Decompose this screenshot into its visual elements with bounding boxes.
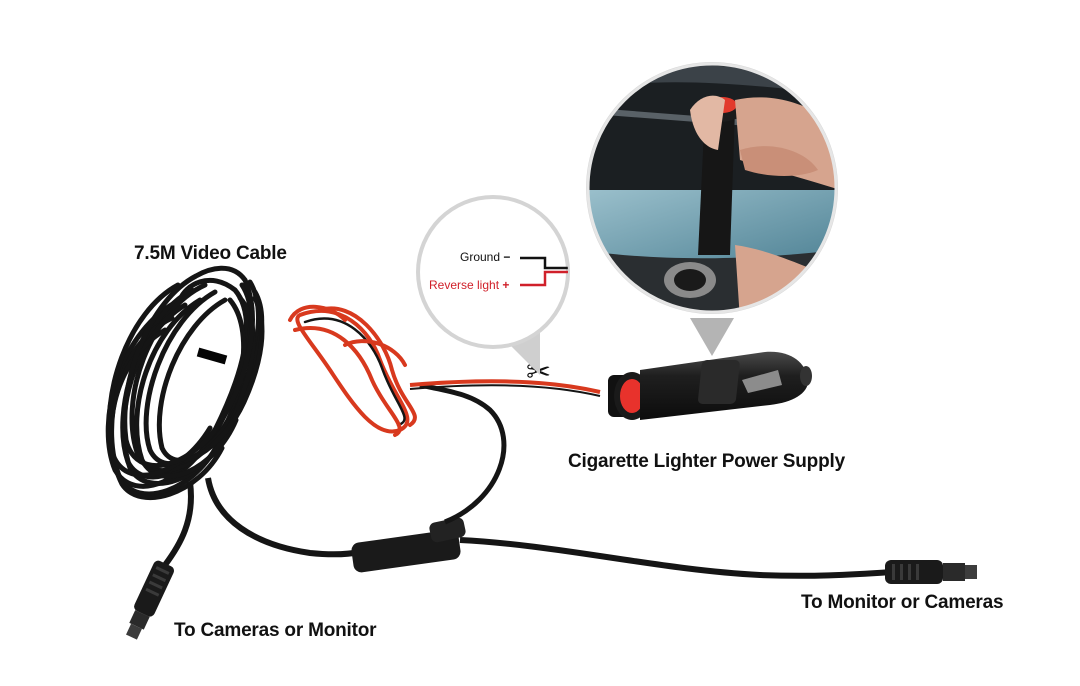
cable-tie xyxy=(196,347,228,365)
cable-to-splitter xyxy=(205,477,361,558)
to-monitor-or-cameras-label: To Monitor or Cameras xyxy=(801,592,1004,613)
lighter-closeup-photo xyxy=(586,62,838,356)
red-wire-to-plug xyxy=(409,379,601,394)
ground-label: Ground − xyxy=(460,250,510,264)
reverse-light-text: Reverse light xyxy=(429,278,500,292)
power-supply-label: Cigarette Lighter Power Supply xyxy=(568,451,845,472)
red-power-wire-coil xyxy=(288,304,417,437)
cable-to-left-connector xyxy=(162,481,194,567)
ground-text: Ground xyxy=(460,250,501,264)
ground-sign: − xyxy=(503,250,511,264)
reverse-light-label: Reverse light + xyxy=(429,278,509,292)
video-cable-label: 7.5M Video Cable xyxy=(134,243,287,264)
cable-to-right-connector xyxy=(459,537,893,579)
power-lead-black xyxy=(419,382,507,525)
reverse-light-sign: + xyxy=(502,278,510,292)
coiled-video-cable xyxy=(105,265,265,501)
wiring-callout xyxy=(416,195,570,375)
to-cameras-or-monitor-label: To Cameras or Monitor xyxy=(174,620,377,641)
cigarette-lighter-plug xyxy=(608,351,812,420)
right-connector xyxy=(885,560,977,584)
cable-splitter xyxy=(351,517,466,573)
left-connector xyxy=(126,560,175,640)
black-wire-to-plug xyxy=(409,384,601,397)
